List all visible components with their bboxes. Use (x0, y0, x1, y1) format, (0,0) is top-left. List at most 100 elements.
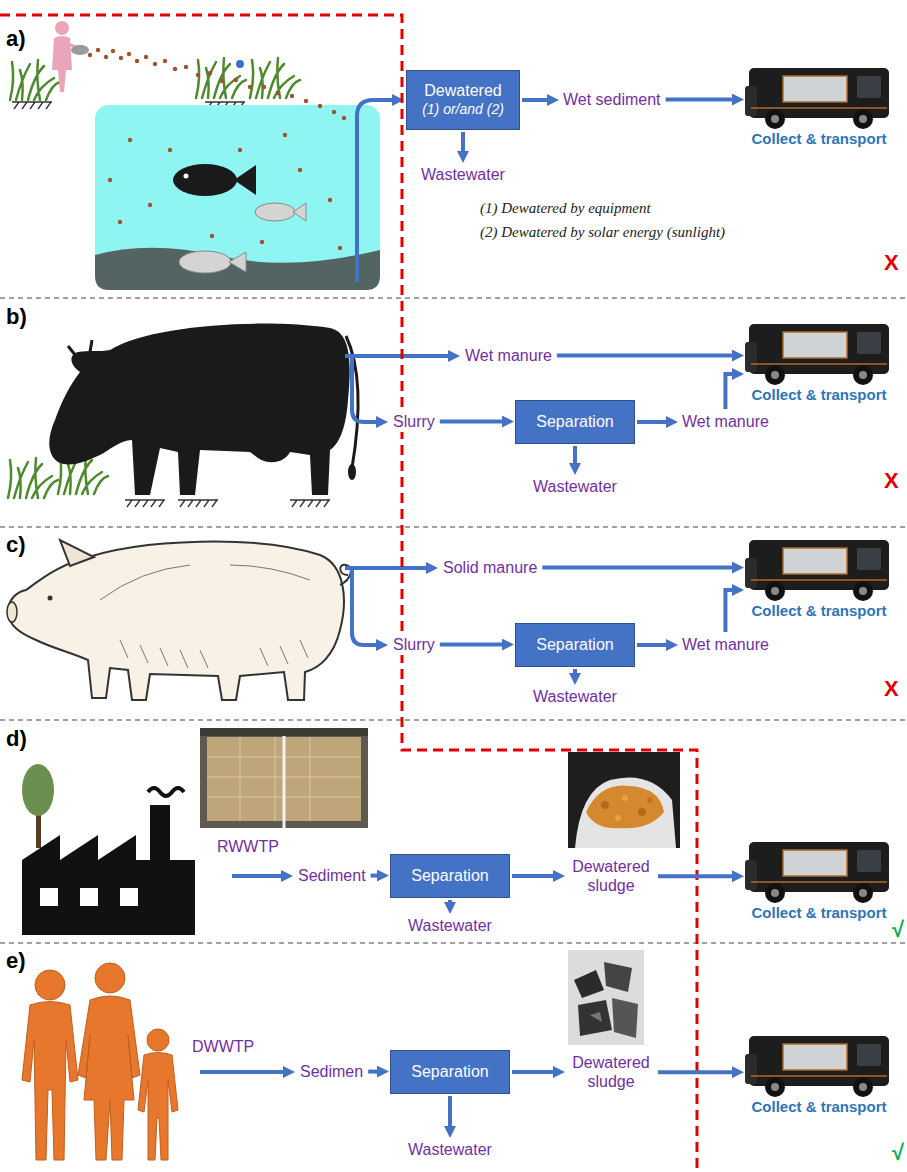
panel-letter: a) (6, 26, 26, 52)
fish-pond (293, 203, 306, 221)
pig (7, 602, 17, 622)
fish-pond (298, 168, 302, 172)
transport-truck: Collect & transport (745, 1034, 893, 1116)
sludge-photo (578, 1000, 612, 1036)
truck-caption: Collect & transport (745, 386, 893, 404)
plant-photo (283, 728, 286, 828)
fish-pond (248, 85, 252, 89)
cow (68, 340, 92, 356)
cow (8, 324, 358, 507)
flow-label: Dewatered sludge (569, 1053, 653, 1091)
factory (22, 764, 54, 816)
flow-arrow (357, 100, 396, 282)
flow-label: Sedimen (300, 1062, 363, 1081)
fish-pond (260, 240, 264, 244)
flow-arrow (448, 900, 452, 906)
check-mark: √ (892, 917, 904, 943)
flow-arrow (725, 590, 736, 632)
fish-pond (144, 55, 148, 59)
flow-arrow (232, 874, 285, 878)
flow-arrow (512, 874, 557, 878)
box-label: Separation (411, 1062, 488, 1082)
fish-pond (111, 49, 115, 53)
sludge-photo (601, 801, 609, 809)
flow-term: Solid manure (440, 557, 540, 578)
process-box: Separation (515, 623, 635, 667)
sludge-photo (586, 786, 664, 829)
fish-pond (234, 78, 238, 82)
flow-arrow (658, 874, 736, 878)
flow-term: Dewatered sludge (566, 856, 656, 896)
fish-pond (88, 48, 346, 250)
people (22, 1002, 78, 1161)
fish-pond (163, 59, 167, 63)
factory (22, 805, 195, 935)
fish-pond (118, 220, 122, 224)
flow-arrow (658, 1070, 736, 1074)
truck-caption: Collect & transport (745, 1098, 893, 1116)
sludge-photo (568, 752, 680, 848)
transport-truck: Collect & transport (745, 538, 893, 620)
flow-arrow (200, 1070, 287, 1074)
flow-label: Solid manure (443, 558, 537, 577)
flow-arrow (557, 354, 736, 358)
boundary-line (0, 15, 697, 1172)
flow-label: Wastewater (408, 916, 492, 935)
fish-pond (196, 58, 246, 98)
flow-term: Wastewater (405, 1139, 495, 1160)
fish-pond (95, 105, 380, 290)
plant-label: DWWTP (190, 1038, 256, 1056)
sludge-photo (604, 962, 632, 992)
fish-pond (220, 79, 224, 83)
flow-label: Wastewater (533, 687, 617, 706)
flow-label: Wastewater (408, 1140, 492, 1159)
flow-arrow (573, 669, 577, 677)
flow-label: Slurry (393, 635, 435, 654)
truck-icon (745, 842, 889, 903)
fish-pond (328, 198, 332, 202)
cross-mark: X (884, 676, 899, 702)
fish-pond (238, 148, 242, 152)
people (35, 970, 65, 1000)
factory (148, 788, 184, 796)
sludge-photo (647, 797, 653, 803)
flow-arrow (352, 568, 380, 645)
truck-icon (745, 540, 889, 601)
row-divider (0, 720, 907, 721)
flow-arrow (461, 132, 465, 155)
panel-letter: d) (6, 726, 27, 752)
pig (60, 540, 94, 566)
flow-label: Wet manure (682, 412, 769, 431)
people (78, 996, 140, 1160)
fish-pond (332, 110, 336, 114)
flow-arrow (345, 566, 430, 570)
transport-truck: Collect & transport (745, 66, 893, 148)
fish-pond (210, 234, 214, 238)
plant-photo (200, 728, 368, 828)
sludge-photo (638, 808, 646, 816)
cross-mark: X (884, 468, 899, 494)
fish-pond (173, 67, 177, 71)
flow-label: Wastewater (533, 477, 617, 496)
plant-photo (200, 728, 368, 828)
panel-letter: e) (6, 948, 26, 974)
sludge-photo (568, 752, 680, 848)
transport-truck: Collect & transport (745, 322, 893, 404)
flow-arrow (666, 98, 736, 102)
truck-icon (745, 68, 889, 129)
fish-pond (234, 165, 256, 195)
flow-arrow (573, 446, 577, 467)
check-mark: √ (892, 1140, 904, 1166)
fish-pond (208, 71, 212, 75)
flow-term: Dewatered sludge (566, 1052, 656, 1092)
flow-arrow (637, 643, 670, 647)
sludge-photo (575, 778, 676, 849)
sludge-photo (568, 950, 644, 1045)
sludge-photo (622, 795, 628, 801)
fish-pond (55, 21, 69, 35)
row-divider (0, 943, 907, 944)
fish-pond (71, 45, 89, 55)
fish-pond (318, 104, 322, 108)
cow (49, 324, 349, 495)
